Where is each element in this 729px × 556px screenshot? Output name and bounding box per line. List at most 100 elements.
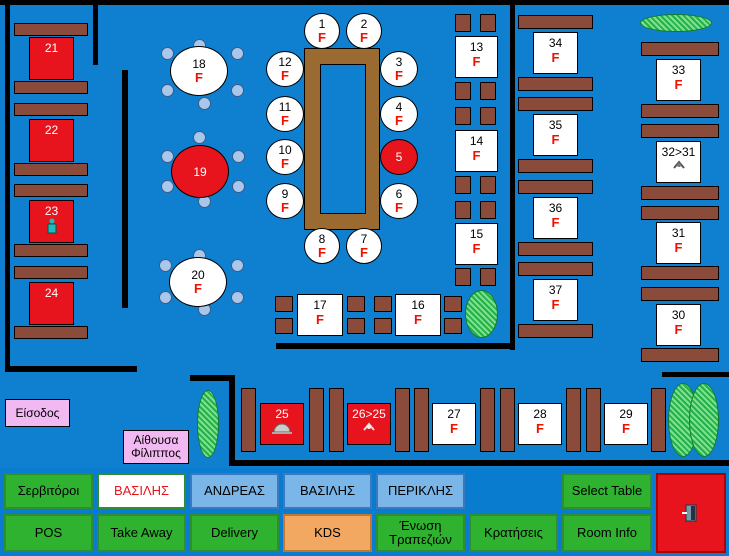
status-mark: F: [360, 30, 368, 45]
chair: [444, 296, 462, 312]
chair: [347, 318, 365, 334]
table-32[interactable]: 32>31: [656, 141, 701, 183]
reservations-button[interactable]: Κρατήσεις: [469, 514, 558, 552]
table-19[interactable]: 19: [171, 145, 229, 198]
linked-table-icon: [672, 160, 685, 169]
chair: [161, 47, 174, 60]
exit-button[interactable]: [656, 473, 726, 553]
chair: [518, 77, 593, 91]
pos-button[interactable]: POS: [4, 514, 93, 552]
status-mark: F: [316, 312, 324, 327]
chair: [641, 266, 719, 280]
chair: [14, 23, 88, 36]
chair: [641, 124, 719, 138]
status-mark: F: [395, 113, 403, 128]
waiter-andreas-button[interactable]: ΑΝΔΡΕΑΣ: [190, 473, 279, 509]
room-info-button[interactable]: Room Info: [562, 514, 652, 552]
table-number: 22: [44, 123, 59, 137]
table-21[interactable]: 21: [29, 37, 74, 80]
table-number: 20: [191, 268, 205, 282]
status-mark: F: [472, 241, 481, 256]
chair: [480, 388, 495, 452]
status-mark: F: [551, 297, 560, 312]
waiter-periklis-button[interactable]: ΠΕΡΙΚΛΗΣ: [376, 473, 465, 509]
status-mark: F: [551, 50, 560, 65]
table-5[interactable]: 5: [380, 139, 418, 175]
table-number: 19: [193, 164, 207, 179]
chair: [14, 103, 88, 116]
chair: [518, 324, 593, 338]
entrance-label: Είσοδος: [5, 399, 70, 427]
table-number: 24: [44, 286, 59, 300]
status-mark: F: [281, 156, 289, 171]
waiter-vasilis-2-button[interactable]: ΒΑΣΙΛΗΣ: [283, 473, 372, 509]
status-mark: F: [281, 113, 289, 128]
chair: [455, 268, 471, 286]
kds-button[interactable]: KDS: [283, 514, 372, 552]
take-away-button[interactable]: Take Away: [97, 514, 186, 552]
table-23[interactable]: 23: [29, 200, 74, 243]
wall: [229, 460, 729, 466]
table-number: 33: [671, 63, 686, 77]
table-25[interactable]: 25: [260, 403, 304, 445]
chair: [198, 97, 211, 110]
chair: [480, 176, 496, 194]
chair: [374, 296, 392, 312]
chair: [518, 242, 593, 256]
table-22[interactable]: 22: [29, 119, 74, 162]
chair: [159, 259, 172, 272]
table-number: 14: [469, 134, 484, 148]
chair: [161, 180, 174, 193]
waiter-vasilis-button[interactable]: ΒΑΣΙΛΗΣ: [97, 473, 186, 509]
table-number: 15: [469, 227, 484, 241]
status-mark: F: [622, 421, 630, 436]
status-mark: F: [318, 30, 326, 45]
waiters-button[interactable]: Σερβιτόροι: [4, 473, 93, 509]
table-number: 3: [395, 55, 403, 69]
chair: [309, 388, 324, 452]
delivery-button[interactable]: Delivery: [190, 514, 279, 552]
plant: [640, 14, 712, 32]
chair: [14, 326, 88, 339]
chair: [275, 318, 293, 334]
table-24[interactable]: 24: [29, 282, 74, 325]
chair: [518, 159, 593, 173]
table-26[interactable]: 26>25: [347, 403, 391, 445]
status-mark: F: [395, 68, 403, 83]
status-mark: F: [414, 312, 422, 327]
chair: [455, 107, 471, 125]
plant: [465, 290, 498, 338]
select-table-button[interactable]: Select Table: [562, 473, 652, 509]
merge-tables-button[interactable]: Ένωση Τραπεζιών: [376, 514, 465, 552]
status-mark: F: [551, 132, 560, 147]
table-number: 29: [619, 407, 633, 421]
